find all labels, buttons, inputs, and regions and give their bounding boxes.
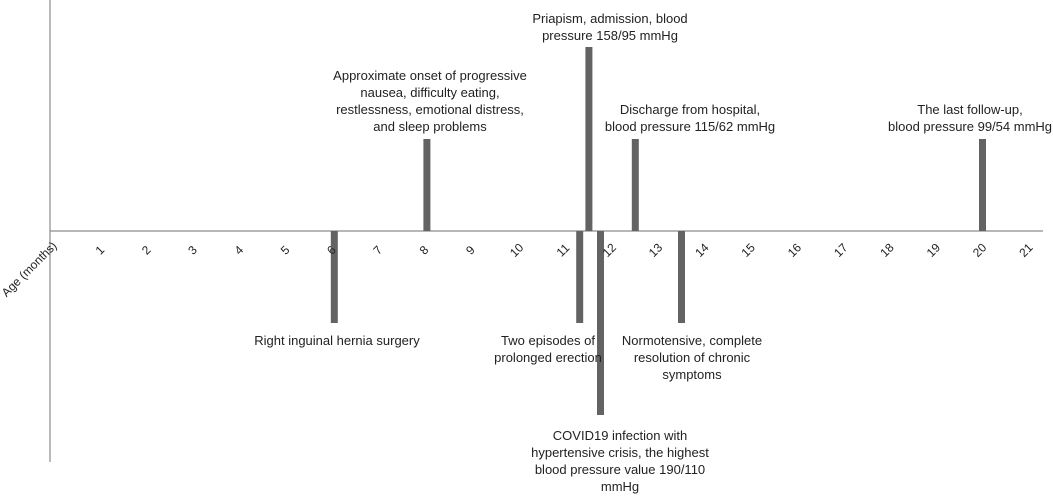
event-label: Priapism, admission, blood pressure 158/… — [532, 11, 688, 43]
tick-label: 3 — [185, 243, 200, 258]
event-label: The last follow-up, blood pressure 99/54… — [887, 102, 1053, 134]
tick-label: 14 — [692, 240, 712, 260]
event-bars — [330, 47, 986, 415]
event-bar — [631, 139, 639, 231]
tick-label: 19 — [924, 240, 944, 260]
tick-label: 17 — [831, 240, 851, 260]
event-bar — [330, 231, 338, 323]
tick-label: 8 — [417, 243, 432, 258]
tick-label: 16 — [785, 240, 805, 260]
event-bar — [979, 139, 986, 231]
event-label: Normotensive, complete resolution of chr… — [621, 333, 763, 382]
event-label: Approximate onset of progressive nausea,… — [333, 68, 527, 134]
axis-title: Age (months) — [0, 239, 60, 300]
tick-label: 10 — [507, 240, 527, 260]
tick-label: 9 — [463, 243, 478, 258]
tick-label: 18 — [877, 240, 897, 260]
tick-label: 2 — [139, 243, 154, 258]
tick-label: 11 — [554, 241, 573, 260]
tick-label: 13 — [646, 240, 666, 260]
event-bar — [678, 231, 685, 323]
tick-label: 1 — [93, 243, 108, 258]
tick-label: 15 — [738, 240, 758, 260]
event-label: Two episodes of prolonged erection — [494, 333, 602, 365]
tick-label: 7 — [370, 243, 385, 258]
tick-label: 21 — [1016, 240, 1036, 260]
event-label: COVID19 infection with hypertensive cris… — [531, 428, 709, 494]
event-bar — [576, 231, 584, 323]
tick-label: 20 — [970, 240, 990, 260]
event-bar — [597, 231, 604, 415]
event-label: Right inguinal hernia surgery — [254, 333, 420, 348]
event-bar — [423, 139, 431, 231]
tick-label: 4 — [232, 243, 247, 258]
event-bar — [585, 47, 593, 231]
event-label: Discharge from hospital, blood pressure … — [604, 102, 776, 134]
tick-label: 5 — [278, 243, 293, 258]
